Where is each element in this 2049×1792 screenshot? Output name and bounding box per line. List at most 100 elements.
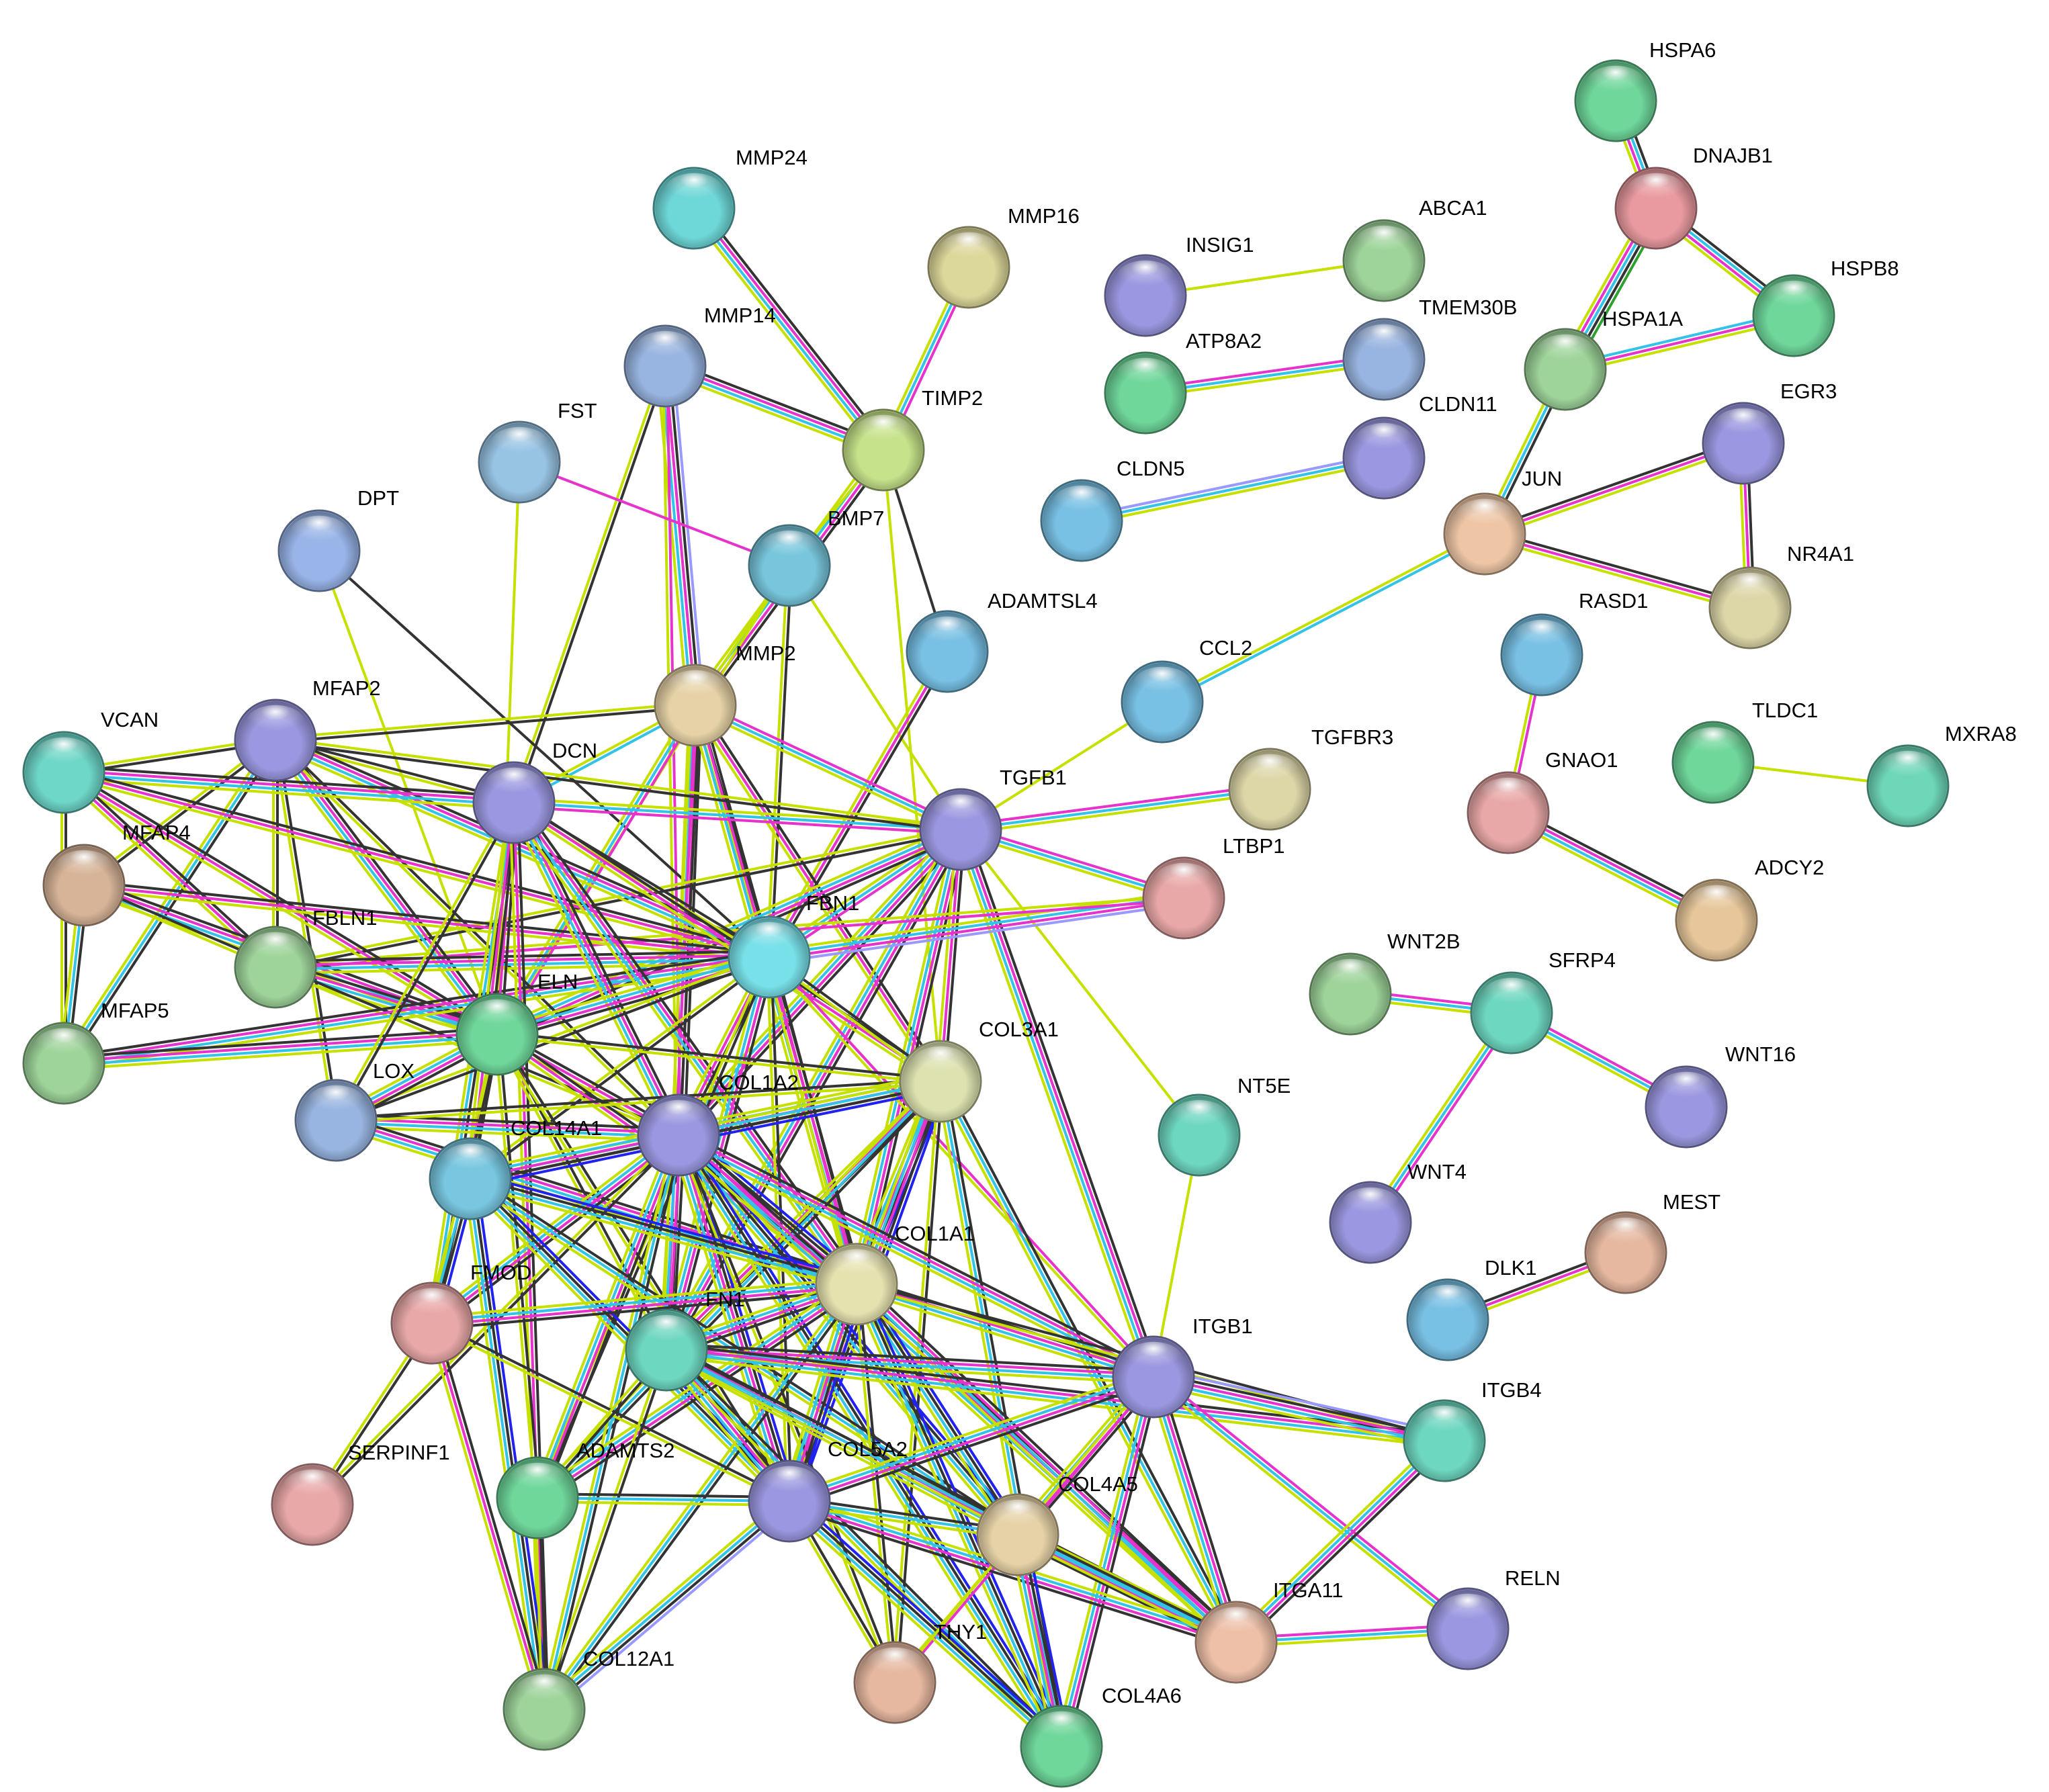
node-col12a1[interactable]: COL12A1 (503, 1647, 674, 1751)
edge-mfap2-col1a2[interactable] (273, 737, 681, 1138)
node-fst[interactable]: FST (478, 399, 597, 504)
edge-mmp14-mmp2[interactable] (656, 365, 705, 707)
node-mfap4[interactable]: MFAP4 (42, 821, 191, 927)
edge-vcan-dcn[interactable] (63, 765, 515, 810)
edge-mmp14-dcn[interactable] (511, 365, 668, 804)
node-abca1[interactable]: ABCA1 (1342, 196, 1487, 302)
edge-mmp2-mfap2[interactable] (275, 702, 696, 744)
node-wnt4[interactable]: WNT4 (1329, 1160, 1467, 1264)
node-mmp14[interactable]: MMP14 (623, 304, 776, 408)
node-mxra8[interactable]: MXRA8 (1866, 722, 2017, 827)
edge-fbn1-col14a1[interactable] (468, 954, 771, 1182)
node-vcan[interactable]: VCAN (22, 708, 159, 814)
edge-tgfb1-tgfbr3[interactable] (959, 784, 1271, 835)
edge-tgfb1-mfap2[interactable] (275, 737, 961, 833)
edge-itgb1-itgb4[interactable] (1151, 1368, 1447, 1450)
node-atp8a2[interactable]: ATP8A2 (1104, 329, 1262, 435)
node-hspa6[interactable]: HSPA6 (1574, 38, 1716, 142)
edge-itgb1-itga11[interactable] (1146, 1374, 1244, 1645)
node-thy1[interactable]: THY1 (853, 1620, 987, 1724)
edge-itgb1-reln[interactable] (1149, 1372, 1472, 1633)
node-mfap2[interactable]: MFAP2 (234, 676, 381, 782)
edge-fmod-col12a1[interactable] (427, 1321, 550, 1711)
edge-fn1-col12a1[interactable] (541, 1349, 670, 1711)
node-serpinf1[interactable]: SERPINF1 (271, 1441, 450, 1546)
edge-itgb1-col5a2[interactable] (787, 1370, 1156, 1509)
node-rasd1[interactable]: RASD1 (1500, 589, 1648, 697)
node-cldn5[interactable]: CLDN5 (1040, 457, 1185, 562)
edge-col1a1-fmod[interactable] (431, 1277, 858, 1331)
node-tldc1[interactable]: TLDC1 (1671, 699, 1818, 804)
edge-col14a1-col12a1[interactable] (463, 1177, 552, 1711)
edge-fbn1-col1a1[interactable] (764, 955, 862, 1286)
node-reln[interactable]: RELN (1426, 1566, 1561, 1670)
edge-mmp2-eln[interactable] (492, 702, 700, 1038)
node-col3a1[interactable]: COL3A1 (899, 1018, 1059, 1123)
edge-col5a2-col12a1[interactable] (539, 1495, 795, 1715)
node-fn1[interactable]: FN1 (625, 1288, 745, 1392)
edge-vcan-fbn1[interactable] (62, 767, 771, 962)
node-dpt[interactable]: DPT (277, 486, 399, 592)
node-wnt16[interactable]: WNT16 (1645, 1042, 1796, 1149)
node-lox[interactable]: LOX (294, 1059, 415, 1162)
node-col14a1[interactable]: COL14A1 (429, 1116, 602, 1220)
edge-fst-bmp7[interactable] (519, 461, 790, 567)
edge-jun-egr3[interactable] (1483, 438, 1745, 539)
node-eln[interactable]: ELN (455, 970, 578, 1076)
node-fmod[interactable]: FMOD (390, 1261, 531, 1365)
node-jun[interactable]: JUN (1443, 467, 1562, 576)
node-mfap5[interactable]: MFAP5 (22, 999, 169, 1105)
edge-bmp7-fbn1[interactable] (766, 565, 793, 958)
edge-mfap4-fbn1[interactable] (83, 880, 770, 962)
node-itga11[interactable]: ITGA11 (1194, 1578, 1344, 1684)
edge-itgb1-col4a6[interactable] (1054, 1375, 1161, 1748)
node-col4a6[interactable]: COL4A6 (1020, 1684, 1182, 1788)
edge-tgfb1-col1a2[interactable] (672, 824, 967, 1140)
node-fbn1[interactable]: FBN1 (728, 891, 859, 999)
node-adamtsl4[interactable]: ADAMTSL4 (906, 589, 1098, 693)
edge-itgb4-itga11[interactable] (1231, 1435, 1450, 1648)
node-ltbp1[interactable]: LTBP1 (1142, 834, 1284, 940)
node-nr4a1[interactable]: NR4A1 (1708, 542, 1854, 649)
node-wnt2b[interactable]: WNT2B (1309, 930, 1461, 1036)
node-mmp24[interactable]: MMP24 (652, 146, 808, 250)
edge-dcn-col1a2[interactable] (507, 799, 685, 1138)
node-dcn[interactable]: DCN (472, 739, 597, 844)
edge-mfap2-lox[interactable] (272, 740, 339, 1121)
edge-jun-ccl2[interactable] (1160, 531, 1487, 705)
node-nt5e[interactable]: NT5E (1158, 1074, 1291, 1177)
node-col1a1[interactable]: COL1A1 (815, 1222, 975, 1326)
edge-jun-nr4a1[interactable] (1483, 529, 1752, 613)
edge-col5a2-col4a6[interactable] (784, 1495, 1067, 1752)
node-mest[interactable]: MEST (1584, 1190, 1720, 1294)
node-tmem30b[interactable]: TMEM30B (1342, 296, 1517, 401)
node-adcy2[interactable]: ADCY2 (1675, 856, 1824, 962)
node-dnajb1[interactable]: DNAJB1 (1614, 144, 1773, 250)
edge-col1a1-itga11[interactable] (851, 1278, 1241, 1648)
node-bmp7[interactable]: BMP7 (748, 506, 884, 607)
node-sfrp4[interactable]: SFRP4 (1470, 948, 1616, 1055)
node-hspa1a[interactable]: HSPA1A (1524, 307, 1683, 411)
node-insig1[interactable]: INSIG1 (1104, 233, 1254, 337)
edge-bmp7-tgfb1[interactable] (788, 564, 962, 831)
node-itgb1[interactable]: ITGB1 (1112, 1314, 1253, 1419)
node-col1a2[interactable]: COL1A2 (637, 1071, 799, 1177)
edge-dcn-col3a1[interactable] (511, 798, 944, 1086)
node-timp2[interactable]: TIMP2 (842, 386, 983, 492)
edge-col1a2-itgb1[interactable] (675, 1128, 1157, 1384)
node-dlk1[interactable]: DLK1 (1406, 1256, 1537, 1361)
node-itgb4[interactable]: ITGB4 (1403, 1378, 1542, 1482)
edge-cldn5-cldn11[interactable] (1080, 453, 1385, 526)
node-tgfbr3[interactable]: TGFBR3 (1228, 725, 1393, 831)
node-col4a5[interactable]: COL4A5 (976, 1472, 1138, 1576)
node-ccl2[interactable]: CCL2 (1121, 636, 1252, 744)
edge-mfap5-fbn1[interactable] (62, 950, 771, 1071)
edge-col1a1-thy1[interactable] (853, 1284, 898, 1683)
edge-dcn-lox[interactable] (333, 801, 517, 1122)
node-gnao1[interactable]: GNAO1 (1467, 748, 1618, 854)
node-fbln1[interactable]: FBLN1 (234, 906, 377, 1009)
node-tgfb1[interactable]: TGFB1 (919, 766, 1067, 871)
node-mmp16[interactable]: MMP16 (927, 204, 1080, 309)
edge-tgfb1-nt5e[interactable] (959, 828, 1201, 1136)
edge-col14a1-col1a1[interactable] (468, 1171, 859, 1292)
